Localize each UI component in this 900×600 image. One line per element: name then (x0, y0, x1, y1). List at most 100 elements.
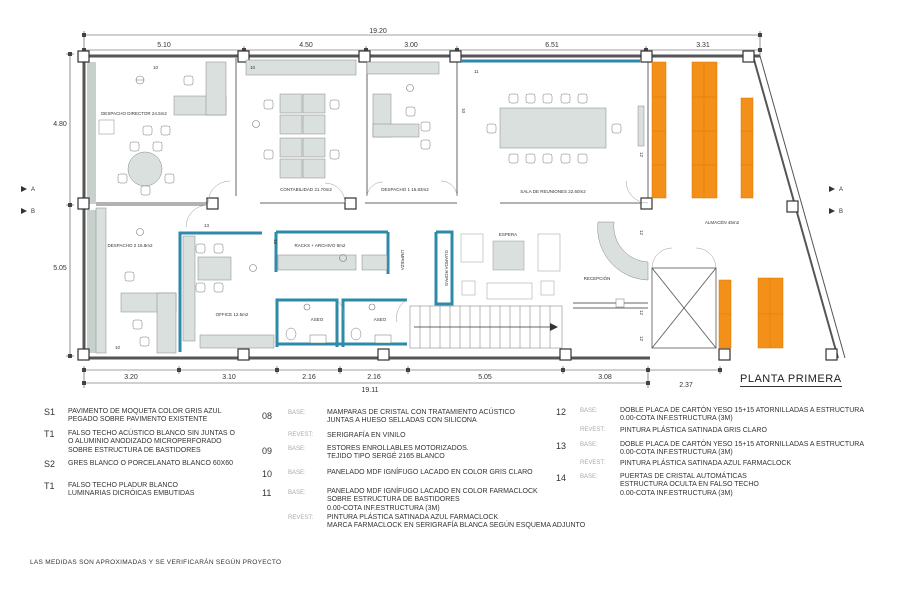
legend-label: BASE: (288, 410, 306, 416)
legend-label: BASE: (288, 490, 306, 496)
section-arrow-icon (829, 208, 835, 214)
legend-text: ESTORES ENROLLABLES MOTORIZADOS. TEJIDO … (327, 445, 469, 461)
dimension-ticks (68, 33, 762, 385)
section-arrow-icon (829, 186, 835, 192)
meeting-chairs (486, 93, 622, 164)
dim-top-4: 6.51 (545, 42, 559, 49)
legend-label: BASE: (288, 470, 306, 476)
legend-text: GRES BLANCO O PORCELANATO BLANCO 60X60 (68, 460, 234, 467)
legend-label: REVEST: (288, 515, 314, 521)
room-reuniones: SALA DE REUNIONES 22.60m2 (520, 189, 586, 194)
light-icon (249, 264, 257, 272)
room-office: OFFICE 12.5m2 (216, 312, 249, 317)
footnote: LAS MEDIDAS SON APROXIMADAS Y SE VERIFIC… (30, 559, 282, 566)
room-espera: ESPERA (499, 232, 517, 237)
dim-top-2: 4.50 (299, 42, 313, 49)
interior-walls (96, 58, 649, 206)
room-despacho1: DESPACHO 1 15.83m2 (381, 187, 429, 192)
legend-label: BASE: (580, 442, 598, 448)
legend-text: PINTURA PLÁSTICA SATINADA AZUL FARMACLOC… (620, 460, 792, 467)
legend-text: PANELADO MDF IGNÍFUGO LACADO EN COLOR GR… (327, 469, 533, 476)
room-aseo-2: ASEO (374, 317, 387, 322)
elevator-shaft (651, 247, 717, 349)
light-icon (339, 254, 347, 262)
svg-text:11: 11 (474, 69, 479, 74)
legend-code: 14 (556, 473, 567, 483)
legend-code: S2 (44, 459, 56, 469)
svg-text:12: 12 (639, 230, 644, 236)
room-director: DESPACHO DIRECTOR 24.5m2 (101, 111, 167, 116)
director-furniture (98, 61, 227, 187)
svg-text:12: 12 (639, 310, 644, 316)
contabilidad-furniture (245, 59, 357, 179)
dim-bot-1: 3.20 (124, 374, 138, 381)
dim-bot-extra: 2.37 (679, 382, 693, 389)
legend-code: S1 (44, 407, 56, 417)
svg-text:10: 10 (115, 345, 121, 350)
legend-text: PAVIMENTO DE MOQUETA COLOR GRIS AZUL PEG… (68, 408, 222, 424)
dim-top-1: 5.10 (157, 42, 171, 49)
svg-text:12: 12 (639, 336, 644, 342)
legend-code: T1 (44, 481, 55, 491)
legend-text: SERIGRAFÍA EN VINILO (327, 432, 406, 439)
plan-title: PLANTA PRIMERA (740, 373, 842, 387)
svg-text:12: 12 (639, 152, 644, 158)
room-labels: DESPACHO DIRECTOR 24.5m2 CONTABILIDAD 21… (101, 111, 740, 322)
section-markers: A B A B (21, 186, 843, 215)
svg-text:A: A (839, 187, 843, 193)
dimension-labels: 19.20 5.10 4.50 3.00 6.51 3.31 3.20 3.10… (53, 28, 710, 394)
svg-text:13: 13 (273, 239, 278, 245)
svg-text:B: B (839, 209, 843, 215)
side-panel (87, 210, 96, 353)
dim-top-total: 19.20 (369, 28, 387, 35)
room-despacho2: DESPACHO 2 16.8m2 (108, 243, 153, 248)
dim-bot-total: 19.11 (362, 387, 379, 394)
legend-text: DOBLE PLACA DE CARTÓN YESO 15+15 ATORNIL… (620, 441, 864, 457)
dim-bot-6: 3.08 (598, 374, 612, 381)
stairs (409, 305, 563, 349)
section-arrow-icon (21, 208, 27, 214)
legend-text: FALSO TECHO ACÚSTICO BLANCO SIN JUNTAS O… (68, 430, 235, 454)
legend-label: BASE: (580, 408, 598, 414)
svg-text:10: 10 (250, 65, 256, 70)
material-callouts: 10 10 11 10 13 13 10 12 12 12 12 (115, 65, 644, 350)
legend-text: PINTURA PLÁSTICA SATINADA GRIS CLARO (620, 427, 767, 434)
chairs (117, 75, 194, 196)
reception-desk (597, 221, 649, 281)
legend-code: 10 (262, 469, 273, 479)
light-icon (303, 303, 311, 311)
legend-text: PINTURA PLÁSTICA SATINADA AZUL FARMACLOC… (327, 514, 586, 530)
legend-text: PUERTAS DE CRISTAL AUTOMÁTICAS ESTRUCTUR… (620, 473, 759, 497)
legend-code: 11 (262, 488, 272, 498)
floor-plan: 19.20 5.10 4.50 3.00 6.51 3.31 3.20 3.10… (21, 28, 846, 394)
legend-code: T1 (44, 429, 55, 439)
dim-bot-4: 2.16 (367, 374, 381, 381)
light-icon (252, 120, 260, 128)
light-icon (368, 303, 376, 311)
svg-text:10: 10 (461, 108, 466, 114)
legend-label: REVEST: (288, 432, 314, 438)
room-contabilidad: CONTABILIDAD 21.70m2 (280, 187, 332, 192)
espera-furniture (460, 233, 561, 300)
storage-shelves (651, 61, 784, 349)
side-panel (87, 62, 96, 204)
legend-label: BASE: (288, 446, 306, 452)
room-limpieza: LIMPIEZA (400, 250, 405, 271)
svg-text:B: B (31, 209, 35, 215)
legend-label: BASE: (580, 474, 598, 480)
door-swing (336, 299, 344, 321)
svg-text:A: A (31, 187, 35, 193)
structural-columns (77, 50, 838, 361)
dim-top-3: 3.00 (404, 42, 418, 49)
stair-arrow-icon (550, 323, 558, 331)
room-guarda: GUARDA ROPAS (444, 250, 449, 286)
room-aseo-1: ASEO (311, 317, 324, 322)
room-recepcion: RECEPCIÓN (584, 275, 611, 281)
legend-label: REVEST: (580, 427, 606, 433)
svg-text:13: 13 (204, 223, 210, 228)
door-swing (396, 299, 408, 323)
office-blue-walls (178, 230, 454, 352)
legend-code: 12 (556, 407, 567, 417)
despacho1-furniture (366, 61, 440, 138)
room-racks: RACKS + ARCHIVO 9m2 (295, 243, 346, 248)
